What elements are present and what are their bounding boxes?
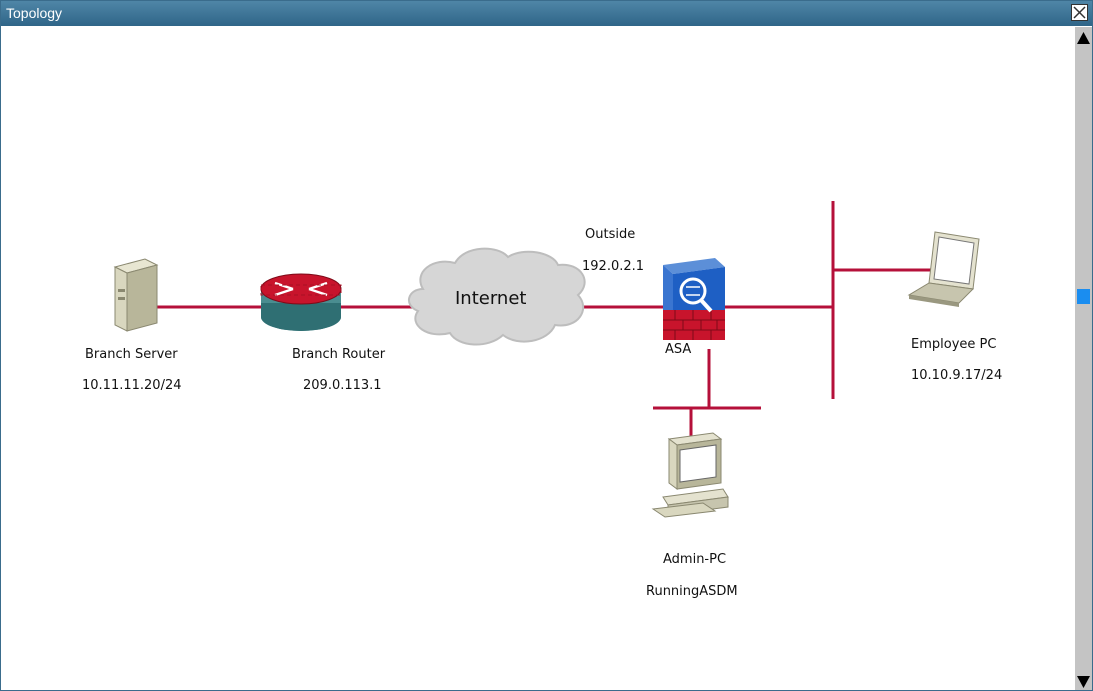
close-button[interactable]: [1071, 4, 1088, 21]
asa-outside-ip: 192.0.2.1: [582, 259, 645, 274]
laptop-icon: [907, 231, 980, 307]
internet-label: Internet: [455, 288, 527, 309]
internet-cloud-icon: [408, 247, 586, 346]
close-icon: [1073, 6, 1086, 19]
vertical-scrollbar[interactable]: [1075, 27, 1092, 690]
admin-pc-label: Admin-PC: [663, 552, 727, 567]
network-links: [155, 201, 933, 437]
scrollbar-thumb[interactable]: [1077, 289, 1090, 304]
desktop-pc-icon: [651, 432, 729, 518]
asa-firewall-icon: [663, 258, 725, 340]
employee-pc-label: Employee PC: [911, 337, 997, 352]
server-icon: [113, 258, 159, 332]
employee-pc-ip: 10.10.9.17/24: [911, 368, 1003, 383]
scroll-down-arrow-icon[interactable]: [1075, 673, 1092, 690]
admin-pc-note: RunningASDM: [646, 584, 738, 599]
topology-diagram: [113, 201, 980, 518]
router-icon: [260, 273, 342, 331]
scroll-up-arrow-icon[interactable]: [1075, 30, 1092, 47]
branch-server-ip: 10.11.11.20/24: [82, 378, 182, 393]
window-title: Topology: [6, 5, 63, 21]
branch-server-label: Branch Server: [85, 347, 178, 362]
title-bar: Topology: [1, 1, 1092, 26]
asa-outside-label: Outside: [585, 227, 636, 242]
branch-router-ip: 209.0.113.1: [303, 378, 382, 393]
branch-router-label: Branch Router: [292, 347, 386, 362]
asa-label: ASA: [665, 342, 692, 357]
topology-canvas: Outside 192.0.2.1 Internet ASA Branch Se…: [3, 27, 1075, 690]
